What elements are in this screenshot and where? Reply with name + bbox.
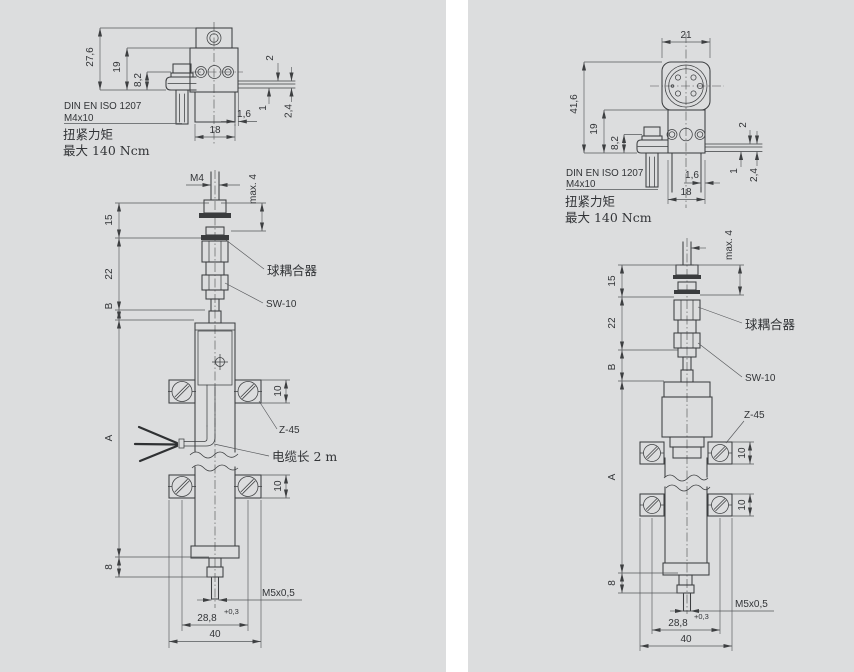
screw-spec: M4x10 xyxy=(566,179,596,190)
head-dimension-lines xyxy=(64,27,294,141)
main-dimension-lines xyxy=(115,182,302,648)
dim-8: 8 xyxy=(104,564,115,570)
torque-value: 最大 140 Ncm xyxy=(565,210,652,225)
dim-10-upper: 10 xyxy=(737,447,748,459)
left-panel-labels: 27,6 19 8,2 2 1 2,4 1,6 18 DIN EN ISO 12… xyxy=(63,47,337,640)
dim-m4: M4 xyxy=(190,173,204,184)
dim-18: 18 xyxy=(209,125,221,136)
torque-label: 扭紧力矩 xyxy=(565,194,615,209)
dim-8-2: 8,2 xyxy=(133,73,144,87)
dim-28-8: 28,8 xyxy=(197,613,217,624)
dim-max4: max. 4 xyxy=(724,230,735,260)
din-standard: DIN EN ISO 1207 xyxy=(566,168,643,179)
dim-A: A xyxy=(607,473,618,480)
dim-tolerance: +0,3 xyxy=(224,607,239,616)
dim-1-6: 1,6 xyxy=(685,170,699,181)
body-set-screw xyxy=(212,354,228,370)
dim-max4: max. 4 xyxy=(248,174,259,204)
dim-1: 1 xyxy=(729,168,740,174)
dim-2: 2 xyxy=(738,122,749,128)
dim-1: 1 xyxy=(258,105,269,111)
dim-19: 19 xyxy=(589,123,600,135)
left-technical-drawing: 27,6 19 8,2 2 1 2,4 1,6 18 DIN EN ISO 12… xyxy=(63,22,337,648)
left-drawing-panel: 27,6 19 8,2 2 1 2,4 1,6 18 DIN EN ISO 12… xyxy=(0,0,446,672)
dim-28-8: 28,8 xyxy=(668,618,688,629)
head-screws xyxy=(195,30,234,79)
dim-1-6: 1,6 xyxy=(237,109,251,120)
torque-value: 最大 140 Ncm xyxy=(63,143,150,158)
dim-2-4: 2,4 xyxy=(749,168,760,182)
dim-8-2: 8,2 xyxy=(610,136,621,150)
din-standard: DIN EN ISO 1207 xyxy=(64,101,141,112)
break-lines xyxy=(663,474,711,492)
dim-22: 22 xyxy=(607,317,618,329)
dim-m5: M5x0,5 xyxy=(262,588,295,599)
panel-divider xyxy=(446,0,468,672)
z45-label: Z-45 xyxy=(279,425,300,436)
dim-15: 15 xyxy=(607,275,618,287)
dim-10-lower: 10 xyxy=(273,480,284,492)
right-drawing-panel: 21 41,6 19 8,2 2 1 2,4 1,6 18 DIN EN ISO… xyxy=(468,0,854,672)
dim-10-lower: 10 xyxy=(737,499,748,511)
screw-spec: M4x10 xyxy=(64,113,94,124)
dim-B: B xyxy=(104,302,115,309)
center-lines xyxy=(650,34,724,614)
dim-15: 15 xyxy=(104,214,115,226)
dim-B: B xyxy=(607,363,618,370)
dim-40: 40 xyxy=(680,634,692,645)
dim-2: 2 xyxy=(265,55,276,61)
head-screws xyxy=(666,127,706,142)
sw10-label: SW-10 xyxy=(745,373,776,384)
dim-m5: M5x0,5 xyxy=(735,599,768,610)
dim-8: 8 xyxy=(607,580,618,586)
head-dimension-lines xyxy=(566,38,760,204)
right-panel-labels: 21 41,6 19 8,2 2 1 2,4 1,6 18 DIN EN ISO… xyxy=(565,30,796,645)
ball-coupler-label: 球耦合器 xyxy=(267,263,318,278)
clamp-screws xyxy=(168,381,262,497)
torque-label: 扭紧力矩 xyxy=(63,127,113,142)
cable-wires xyxy=(133,425,179,463)
z45-label: Z-45 xyxy=(744,410,765,421)
cable-length-label: 电缆长 2 m xyxy=(272,449,337,464)
sw10-label: SW-10 xyxy=(266,299,297,310)
sensor-main-view xyxy=(639,241,733,612)
dim-2-4: 2,4 xyxy=(284,104,295,118)
dim-19: 19 xyxy=(112,61,123,73)
dim-22: 22 xyxy=(104,268,115,280)
ball-coupler-label: 球耦合器 xyxy=(745,317,796,332)
dim-A: A xyxy=(104,434,115,441)
connector-face xyxy=(664,64,708,108)
dim-40: 40 xyxy=(209,629,221,640)
connector-head-view xyxy=(636,61,763,193)
dim-tolerance: +0,3 xyxy=(694,612,709,621)
right-technical-drawing: 21 41,6 19 8,2 2 1 2,4 1,6 18 DIN EN ISO… xyxy=(565,30,796,651)
dim-41-6: 41,6 xyxy=(569,94,580,114)
main-dimension-lines xyxy=(618,245,774,651)
dim-18: 18 xyxy=(680,187,692,198)
dim-27-6: 27,6 xyxy=(85,47,96,67)
dim-10-upper: 10 xyxy=(273,385,284,397)
sensor-head-side-view xyxy=(165,27,296,125)
dim-21: 21 xyxy=(680,30,692,41)
break-lines xyxy=(189,451,239,472)
clamp-screws xyxy=(640,444,732,514)
